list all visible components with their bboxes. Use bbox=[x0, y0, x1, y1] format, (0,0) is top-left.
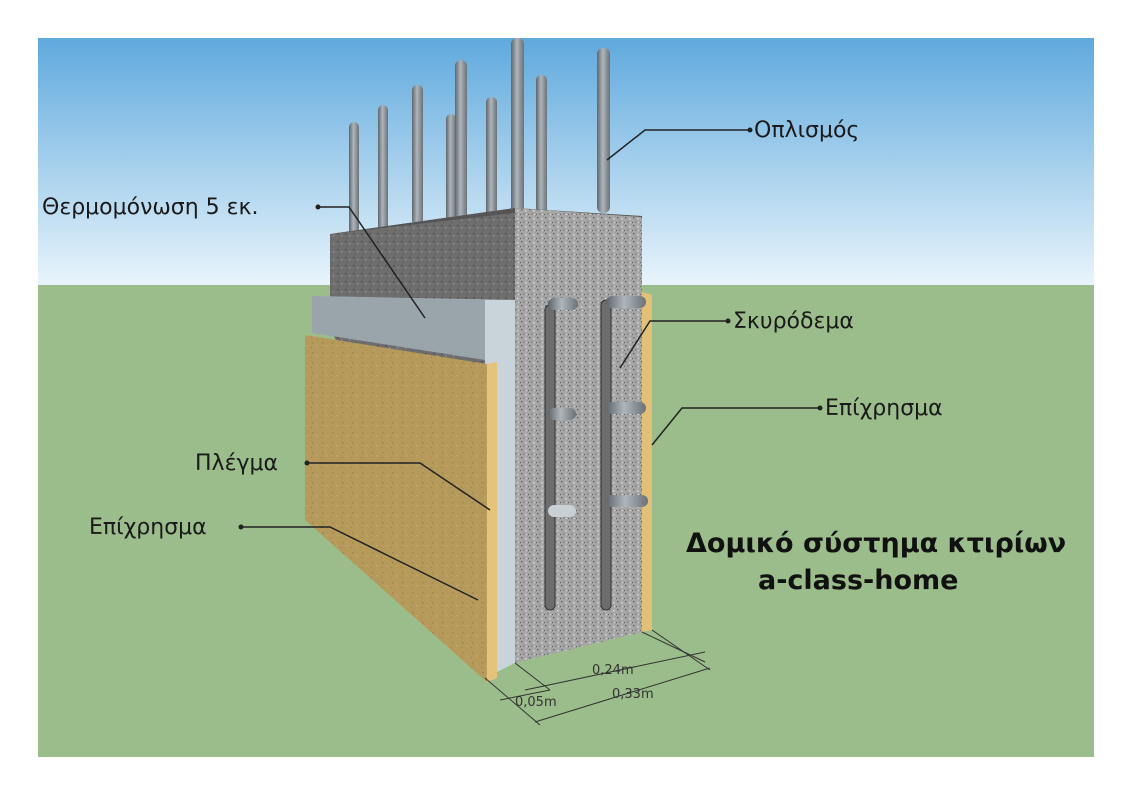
dimension-insulation: 0,05m bbox=[515, 695, 557, 710]
label-plaster-right: Επίχρησμα bbox=[825, 396, 943, 421]
reinforcement-rods bbox=[349, 38, 610, 242]
label-concrete: Σκυρόδεμα bbox=[733, 309, 854, 334]
diagram-title-line2: a-class-home bbox=[758, 565, 959, 596]
insulation-side bbox=[312, 296, 485, 360]
dimension-total: 0,33m bbox=[612, 687, 654, 702]
embedded-rebars bbox=[544, 299, 612, 611]
label-mesh: Πλέγμα bbox=[195, 451, 278, 476]
leader-lines bbox=[241, 129, 820, 601]
leader-dots bbox=[238, 127, 823, 530]
plaster-right-strip bbox=[642, 292, 652, 632]
dimension-concrete: 0,24m bbox=[592, 663, 634, 678]
concrete-front-face bbox=[515, 208, 642, 663]
plaster-left-edge bbox=[487, 362, 497, 682]
rebar-stubs bbox=[548, 296, 648, 517]
label-reinforcement: Οπλισμός bbox=[754, 118, 860, 143]
label-insulation: Θερμομόνωση 5 εκ. bbox=[42, 195, 259, 220]
label-plaster-left: Επίχρησμα bbox=[89, 515, 207, 540]
diagram-title-line1: Δομικό σύστημα κτιρίων bbox=[686, 528, 1067, 559]
plaster-left-panel bbox=[305, 335, 487, 682]
dimension-lines bbox=[484, 629, 711, 726]
